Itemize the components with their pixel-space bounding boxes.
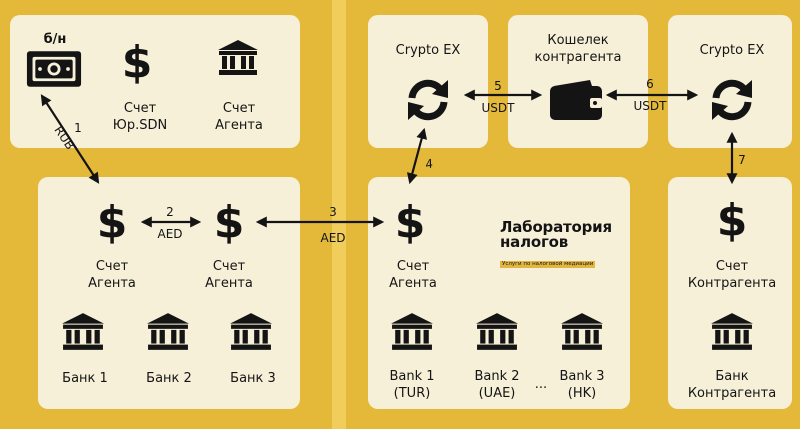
panel-bottom-middle xyxy=(368,177,630,409)
account-counterparty-label: Счет Контрагента xyxy=(687,259,777,291)
dollar-icon-sdn: $ xyxy=(121,37,153,88)
dollar-icon-agent-3: $ xyxy=(394,197,426,248)
bank-icon-counterparty xyxy=(711,313,753,350)
bank-tur-label: Bank 1 (TUR) xyxy=(389,369,435,401)
bank-icon-agent-top xyxy=(218,40,258,75)
flow-7-num: 7 xyxy=(738,153,746,167)
brand-title: Лаборатория налогов xyxy=(500,218,612,251)
bank-hk-label: Bank 3 (HK) xyxy=(559,369,605,401)
brand-subtitle: Услуги по налоговой медиации xyxy=(500,261,596,268)
wallet-icon xyxy=(550,80,602,120)
bank-3-label: Банк 3 xyxy=(230,371,276,386)
panel-bottom-left xyxy=(38,177,300,409)
panel-wallet xyxy=(508,15,648,148)
wallet-label: Кошелек контрагента xyxy=(534,33,622,65)
account-agent-2-label: Счет Агента xyxy=(205,259,253,291)
ellipsis: ... xyxy=(534,377,548,392)
dollar-icon-agent-2: $ xyxy=(213,197,245,248)
account-agent-3-label: Счет Агента xyxy=(389,259,437,291)
bank-counterparty-label: Банк Контрагента xyxy=(687,369,777,401)
bank-icon-hk xyxy=(561,313,603,350)
exchange-cycle-icon-2 xyxy=(708,76,756,124)
crypto-ex-1-label: Crypto EX xyxy=(395,43,461,58)
panel-bottom-right xyxy=(668,177,792,409)
flow-4-num: 4 xyxy=(424,156,434,171)
brand-logo: Лаборатория налогов Услуги по налоговой … xyxy=(500,220,630,269)
bank-uae-label: Bank 2 (UAE) xyxy=(474,369,520,401)
account-sdn-label: Счет Юр.SDN xyxy=(112,101,168,133)
bank-icon-uae xyxy=(476,313,518,350)
account-agent-1-label: Счет Агента xyxy=(88,259,136,291)
crypto-ex-2-label: Crypto EX xyxy=(699,43,765,58)
cash-label: б/н xyxy=(43,32,67,47)
exchange-cycle-icon-1 xyxy=(404,76,452,124)
bank-1-label: Банк 1 xyxy=(62,371,108,386)
section-divider xyxy=(332,0,346,429)
dollar-icon-agent-1: $ xyxy=(96,197,128,248)
dollar-icon-counterparty: $ xyxy=(716,195,748,246)
bank-2-label: Банк 2 xyxy=(146,371,192,386)
bank-icon-tur xyxy=(391,313,433,350)
bank-icon-3 xyxy=(230,313,272,350)
cash-icon xyxy=(26,51,82,87)
bank-icon-1 xyxy=(62,313,104,350)
flow-5-num: 5 xyxy=(494,79,502,93)
bank-icon-2 xyxy=(147,313,189,350)
account-agent-top-label: Счет Агента xyxy=(215,101,263,133)
